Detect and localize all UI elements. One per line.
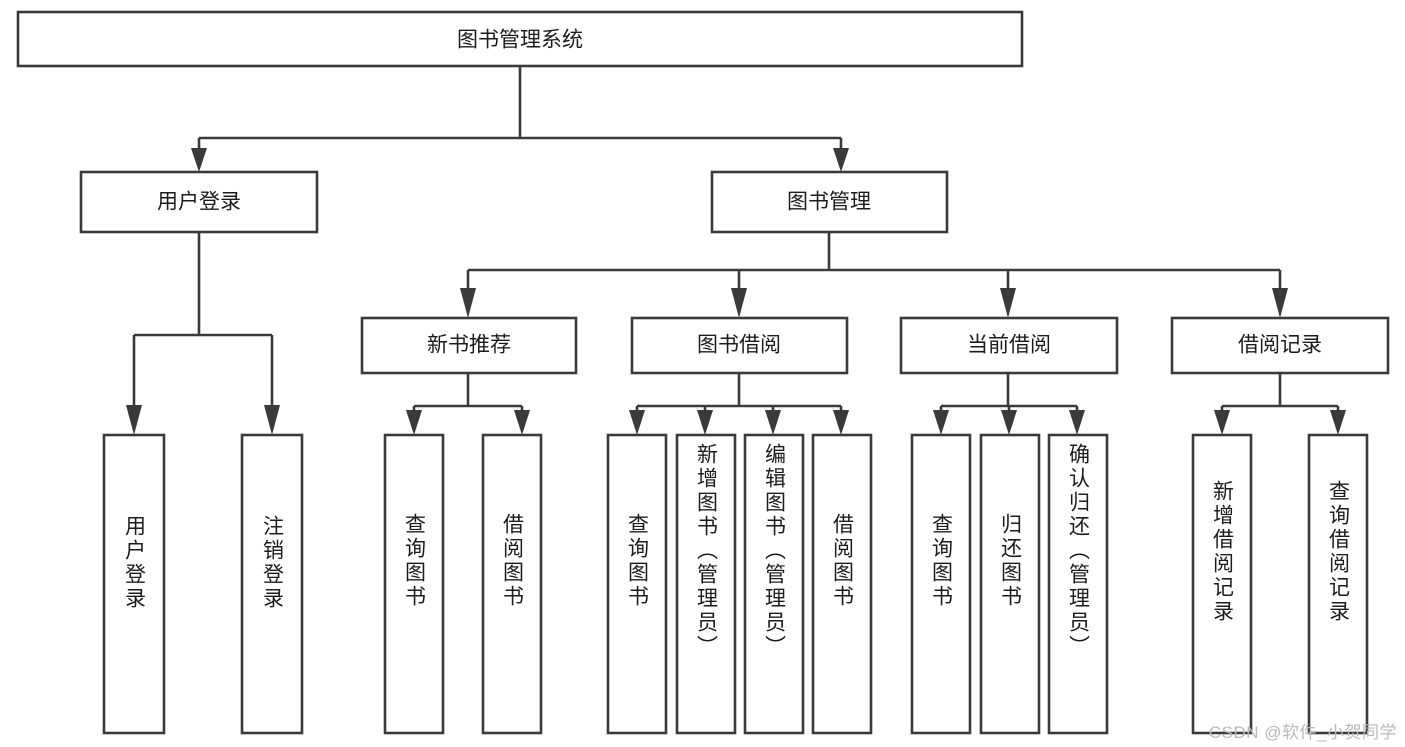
node-book-management-label: 图书管理 xyxy=(787,191,871,214)
leaf-box-logout-login[interactable] xyxy=(240,433,304,735)
csdn-watermark: CSDN @软件_小贺同学 xyxy=(1208,723,1397,742)
arrow-head-icon xyxy=(765,410,781,435)
node-user-login[interactable]: 用户登录 xyxy=(79,170,319,234)
leaf-box-return-book[interactable] xyxy=(979,433,1041,735)
arrow-head-icon xyxy=(191,148,207,172)
node-root[interactable]: 图书管理系统 xyxy=(16,10,1024,68)
arrow-head-icon xyxy=(460,288,476,318)
node-new-book-recommend-label: 新书推荐 xyxy=(427,334,511,357)
leaf-box-query-book-2[interactable] xyxy=(606,433,668,735)
arrow-head-icon xyxy=(1000,288,1016,318)
node-new-book-recommend[interactable]: 新书推荐 xyxy=(360,316,578,375)
arrow-head-icon xyxy=(406,410,422,435)
arrow-head-icon xyxy=(264,405,280,435)
node-book-management[interactable]: 图书管理 xyxy=(710,170,949,234)
node-book-borrow-label: 图书借阅 xyxy=(697,334,781,357)
leaf-box-confirm-return[interactable] xyxy=(1047,433,1109,735)
connector-currentborrow-to-leaves xyxy=(933,373,1085,435)
node-book-borrow[interactable]: 图书借阅 xyxy=(630,316,849,375)
arrow-head-icon xyxy=(629,410,645,435)
arrow-head-icon xyxy=(697,410,713,435)
leaf-box-query-book-1[interactable] xyxy=(383,433,445,735)
node-root-label: 图书管理系统 xyxy=(457,29,583,52)
connector-userlogin-to-leaves xyxy=(126,232,280,435)
leaf-box-borrow-book-2[interactable] xyxy=(811,433,873,735)
leaf-box-add-book[interactable] xyxy=(675,433,737,735)
node-current-borrow-label: 当前借阅 xyxy=(967,334,1051,357)
arrow-head-icon xyxy=(833,148,849,172)
leaf-box-add-record[interactable] xyxy=(1191,433,1253,735)
leaf-boxes xyxy=(102,433,1369,735)
node-borrow-record-label: 借阅记录 xyxy=(1238,334,1322,357)
connector-newbook-to-leaves xyxy=(406,373,530,435)
node-borrow-record[interactable]: 借阅记录 xyxy=(1170,316,1390,375)
arrow-head-icon xyxy=(1214,410,1230,435)
arrow-head-icon xyxy=(126,405,142,435)
connector-borrowrecord-to-leaves xyxy=(1214,373,1346,435)
connector-root-to-level2 xyxy=(191,66,849,172)
leaf-box-query-book-3[interactable] xyxy=(910,433,972,735)
leaf-box-edit-book[interactable] xyxy=(743,433,805,735)
node-user-login-label: 用户登录 xyxy=(157,191,241,214)
connector-bookmgmt-to-level3 xyxy=(460,232,1288,318)
leaf-box-user-login[interactable] xyxy=(102,433,166,735)
connector-bookborrow-to-leaves xyxy=(629,373,849,435)
arrow-head-icon xyxy=(1272,288,1288,318)
arrow-head-icon xyxy=(833,410,849,435)
arrow-head-icon xyxy=(514,410,530,435)
arrow-head-icon xyxy=(1330,410,1346,435)
arrow-head-icon xyxy=(731,288,747,318)
arrow-head-icon xyxy=(1069,410,1085,435)
leaf-box-query-record[interactable] xyxy=(1307,433,1369,735)
leaf-box-borrow-book-1[interactable] xyxy=(481,433,543,735)
node-current-borrow[interactable]: 当前借阅 xyxy=(899,316,1119,375)
arrow-head-icon xyxy=(933,410,949,435)
arrow-head-icon xyxy=(1001,410,1017,435)
